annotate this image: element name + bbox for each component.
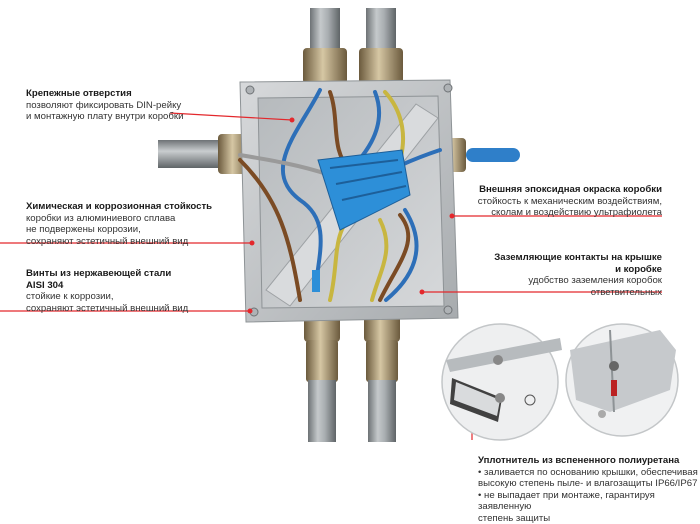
seal-detail (442, 324, 562, 440)
screws-title-2: AISI 304 (26, 280, 188, 292)
mount-holes-line-2: и монтажную плату внутри коробки (26, 111, 183, 123)
callout-seal: Уплотнитель из вспененного полиуретана •… (478, 455, 700, 524)
mount-holes-line-1: позволяют фиксировать DIN-рейку (26, 100, 183, 112)
seal-bullet-1: • заливается по основанию крышки, обеспе… (478, 467, 700, 479)
callout-coating: Внешняя эпоксидная окраска коробки стойк… (478, 184, 662, 219)
seal-bullet-1-cont: высокую степень пыле- и влагозащиты IP66… (478, 478, 700, 490)
screws-line-1: стойкие к коррозии, (26, 291, 188, 303)
corrosion-line-2: не подвержены коррозии, (26, 224, 212, 236)
ground-line-1: удобство заземления коробок (494, 275, 662, 287)
mount-holes-title: Крепежные отверстия (26, 88, 183, 100)
callout-corrosion: Химическая и коррозионная стойкость коро… (26, 201, 212, 247)
coating-title: Внешняя эпоксидная окраска коробки (478, 184, 662, 196)
screws-title-1: Винты из нержавеющей стали (26, 268, 188, 280)
screws-line-2: сохраняют эстетичный внешний вид (26, 303, 188, 315)
ground-detail (566, 324, 678, 436)
seal-title: Уплотнитель из вспененного полиуретана (478, 455, 700, 467)
seal-bullet-2-cont: степень защиты (478, 513, 700, 524)
corrosion-title: Химическая и коррозионная стойкость (26, 201, 212, 213)
ground-title-1: Заземляющие контакты на крышке (494, 252, 662, 264)
bottom-conduits (304, 312, 400, 442)
coating-line-2: сколам и воздействию ультрафиолета (478, 207, 662, 219)
corrosion-line-1: коробки из алюминиевого сплава (26, 213, 212, 225)
corrosion-line-3: сохраняют эстетичный внешний вид (26, 236, 212, 248)
callout-ground: Заземляющие контакты на крышке и коробке… (494, 252, 662, 298)
callout-screws: Винты из нержавеющей стали AISI 304 стой… (26, 268, 188, 314)
coating-line-1: стойкость к механическим воздействиям, (478, 196, 662, 208)
ground-title-2: и коробке (494, 264, 662, 276)
seal-bullet-2: • не выпадает при монтаже, гарантируя за… (478, 490, 700, 513)
left-conduit (158, 134, 250, 174)
top-conduits (303, 8, 403, 84)
ground-line-2: ответвительных (494, 287, 662, 299)
callout-mount-holes: Крепежные отверстия позволяют фиксироват… (26, 88, 183, 123)
